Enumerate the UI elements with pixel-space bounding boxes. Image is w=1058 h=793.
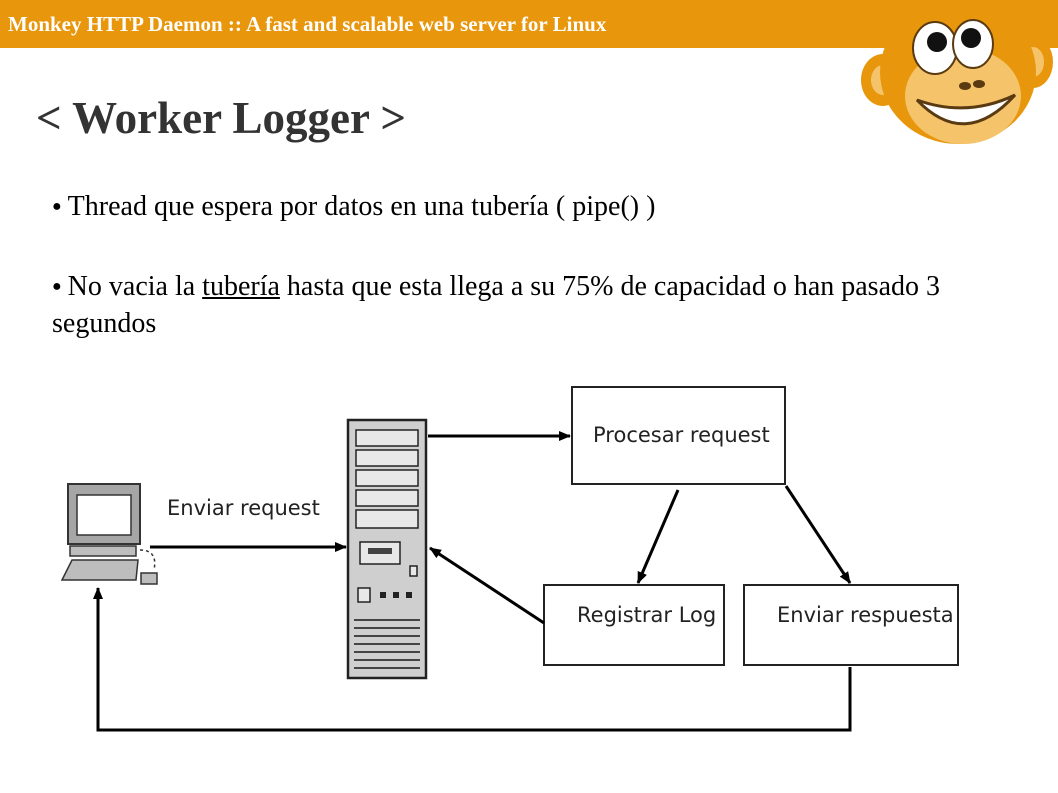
arrow-process-to-response: [784, 485, 852, 584]
arrow-log-to-server: [429, 546, 545, 625]
server-tower-icon: [346, 418, 428, 680]
send-response-label: Enviar respuesta: [777, 603, 954, 627]
bullet-dot-icon: ●: [52, 278, 62, 295]
monkey-logo-icon: [861, 0, 1053, 144]
slide-title: < Worker Logger >: [36, 93, 407, 143]
arrow-response-to-client: [93, 587, 852, 732]
process-request-label: Procesar request: [593, 423, 770, 447]
process-request-box: [571, 386, 786, 485]
bullet-item: ● No vacia la tubería hasta que esta lleg…: [52, 268, 1012, 342]
bullet-item: ● Thread que espera por datos en una tube…: [52, 188, 1012, 225]
send-response-box: [743, 584, 959, 666]
bullet-text-pre: No vacia la: [67, 271, 203, 302]
workstation-icon: [60, 483, 158, 585]
register-log-box: [543, 584, 725, 666]
header-bar: [0, 0, 1058, 48]
bullet-text: Thread que espera por datos en una tuber…: [67, 191, 656, 222]
bullet-text-underlined: tubería: [202, 271, 280, 302]
bullet-text-post: hasta que esta llega a su 75% de capacid…: [52, 271, 940, 339]
header-title: Monkey HTTP Daemon :: A fast and scalabl…: [8, 12, 607, 36]
register-log-label: Registrar Log: [577, 603, 716, 627]
bullet-dot-icon: ●: [52, 198, 62, 215]
request-flow-diagram: Procesar request Registrar Log Enviar re…: [60, 386, 959, 732]
send-request-label: Enviar request: [167, 496, 320, 520]
arrow-process-to-log: [636, 489, 680, 584]
